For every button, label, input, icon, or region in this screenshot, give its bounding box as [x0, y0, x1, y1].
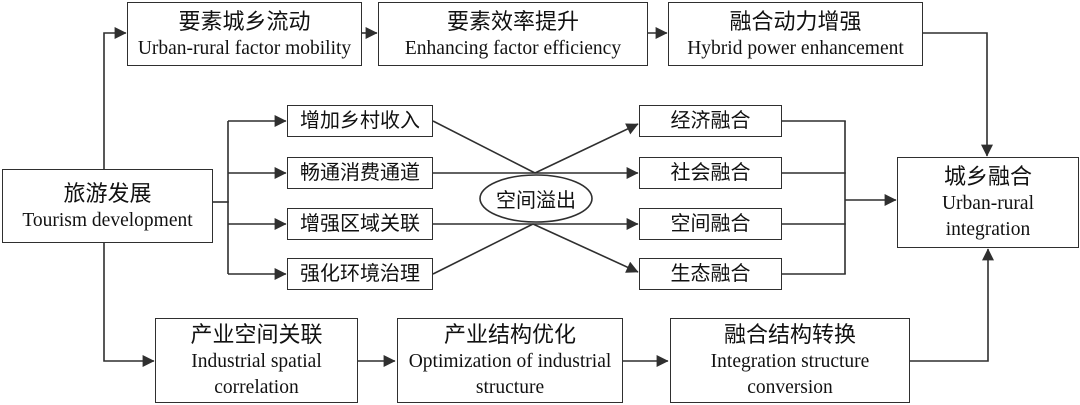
node-power-enhancement: 融合动力增强 Hybrid power enhancement	[668, 2, 923, 66]
node-label-en: Urban-rural factor mobility	[137, 37, 352, 59]
node-industrial-spatial-correlation: 产业空间关联 Industrial spatial correlation	[155, 318, 358, 403]
edge-spillover-to-ecological	[532, 223, 639, 273]
node-label-zh: 旅游发展	[63, 180, 152, 206]
node-spatial-integration: 空间融合	[639, 208, 782, 240]
node-label-zh: 经济融合	[670, 110, 751, 132]
node-label-zh: 增强区域关联	[300, 213, 420, 235]
node-spatial-spillover: 空间溢出	[496, 189, 576, 212]
node-integration-structure-conversion: 融合结构转换 Integration structure conversion	[670, 318, 910, 403]
node-label-zh: 强化环境治理	[300, 263, 420, 285]
node-label-zh: 产业结构优化	[443, 322, 576, 347]
node-social-integration: 社会融合	[639, 157, 782, 189]
node-increase-rural-income: 增加乡村收入	[287, 105, 433, 137]
node-label-zh: 增加乡村收入	[300, 110, 420, 132]
node-label-en: Tourism development	[22, 209, 193, 231]
node-label-en: Integration structure conversion	[710, 351, 870, 398]
edge-conversion-to-target	[910, 248, 994, 362]
node-label-en: Optimization of industrial structure	[408, 351, 612, 398]
node-label-zh: 社会融合	[670, 162, 751, 184]
node-label-zh: 生态融合	[670, 263, 751, 285]
node-industrial-structure-optimization: 产业结构优化 Optimization of industrial struct…	[397, 318, 623, 403]
node-label-zh: 空间融合	[670, 213, 751, 235]
node-factor-efficiency: 要素效率提升 Enhancing factor efficiency	[378, 2, 648, 66]
edge-environment-to-spillover	[432, 223, 534, 275]
node-consumption-channels: 畅通消费通道	[287, 157, 433, 189]
edge-income-to-spillover	[432, 120, 536, 174]
node-label-zh: 畅通消费通道	[300, 162, 420, 184]
node-regional-linkage: 增强区域关联	[287, 208, 433, 240]
node-label-zh: 融合结构转换	[723, 322, 856, 347]
spillover-ellipse	[479, 174, 593, 223]
node-tourism-development: 旅游发展 Tourism development	[2, 169, 213, 243]
edge-tourism-to-factor-mobility	[103, 27, 127, 169]
node-label-zh: 城乡融合	[943, 164, 1032, 189]
node-ecological-integration: 生态融合	[639, 258, 782, 290]
node-label-zh: 要素城乡流动	[178, 8, 311, 34]
node-label-en: Enhancing factor efficiency	[404, 37, 622, 59]
node-label-zh: 要素效率提升	[446, 8, 579, 34]
node-environmental-governance: 强化环境治理	[287, 258, 433, 290]
edge-tourism-to-industrial-correlation	[103, 243, 155, 367]
node-factor-mobility: 要素城乡流动 Urban-rural factor mobility	[127, 2, 362, 66]
node-label-zh: 融合动力增强	[729, 8, 862, 34]
node-economic-integration: 经济融合	[639, 105, 782, 137]
node-label-en: Urban-rural integration	[941, 193, 1035, 240]
node-label-zh: 产业空间关联	[190, 322, 323, 347]
node-urban-rural-integration: 城乡融合 Urban-rural integration	[897, 157, 1079, 248]
node-label-en: Hybrid power enhancement	[687, 37, 904, 59]
edge-power-to-target	[923, 32, 993, 157]
node-label-en: Industrial spatial correlation	[191, 351, 322, 398]
edge-spillover-to-economic	[534, 123, 639, 174]
